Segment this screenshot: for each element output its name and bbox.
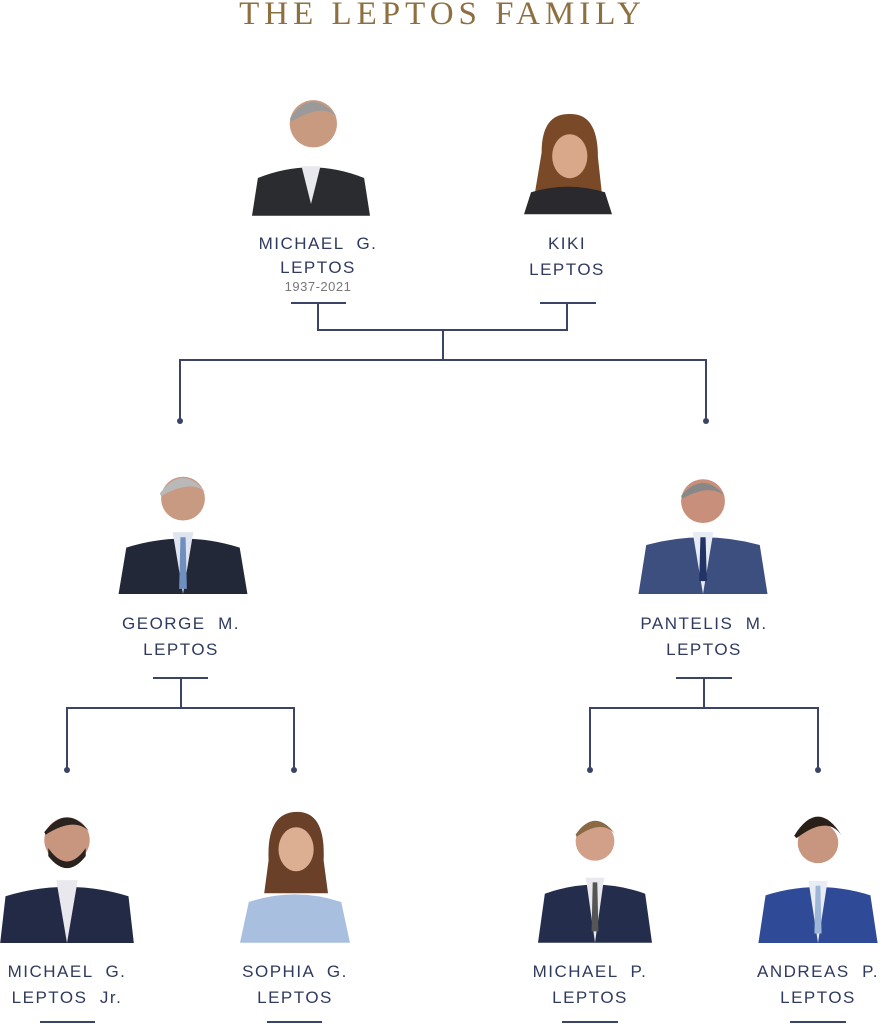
name-george: GEORGE M. LEPTOS [81,611,281,663]
name-line: ANDREAS P. [756,962,879,981]
name-michael-g: MICHAEL G. LEPTOS 1937-2021 [218,231,418,295]
photo-michael-jr [0,800,134,943]
photo-george [118,460,248,594]
name-line: MICHAEL G. [7,962,127,981]
photo-sophia [240,805,350,943]
name-kiki: KIKI LEPTOS [467,231,667,283]
name-line: LEPTOS [780,988,856,1007]
name-line: LEPTOS [143,640,219,659]
connector-george [66,677,295,770]
name-line: SOPHIA G. [242,962,348,981]
name-line: LEPTOS [552,988,628,1007]
name-line: LEPTOS [666,640,742,659]
connector-dots [64,418,821,773]
page-title: THE LEPTOS FAMILY [239,0,646,32]
photo-pantelis [638,465,768,594]
photo-michael-p [538,800,652,943]
name-line: LEPTOS [257,988,333,1007]
connector-grandparents [179,302,707,420]
name-line: GEORGE M. [122,614,240,633]
photo-michael-g [252,72,370,218]
connector-pantelis [589,677,819,770]
name-line: MICHAEL G. [258,234,378,253]
name-andreas: ANDREAS P. LEPTOS [718,959,885,1011]
life-years: 1937-2021 [284,279,352,294]
photo-andreas [758,800,878,943]
name-line: MICHAEL P. [532,962,648,981]
name-line: LEPTOS [280,258,356,277]
name-line: PANTELIS M. [640,614,768,633]
name-line: KIKI [547,234,587,253]
name-pantelis: PANTELIS M. LEPTOS [604,611,804,663]
photo-kiki [524,105,612,218]
name-michael-p: MICHAEL P. LEPTOS [490,959,690,1011]
name-line: LEPTOS Jr. [11,988,123,1007]
name-line: LEPTOS [529,260,605,279]
name-sophia: SOPHIA G. LEPTOS [195,959,395,1011]
name-michael-jr: MICHAEL G. LEPTOS Jr. [0,959,167,1011]
